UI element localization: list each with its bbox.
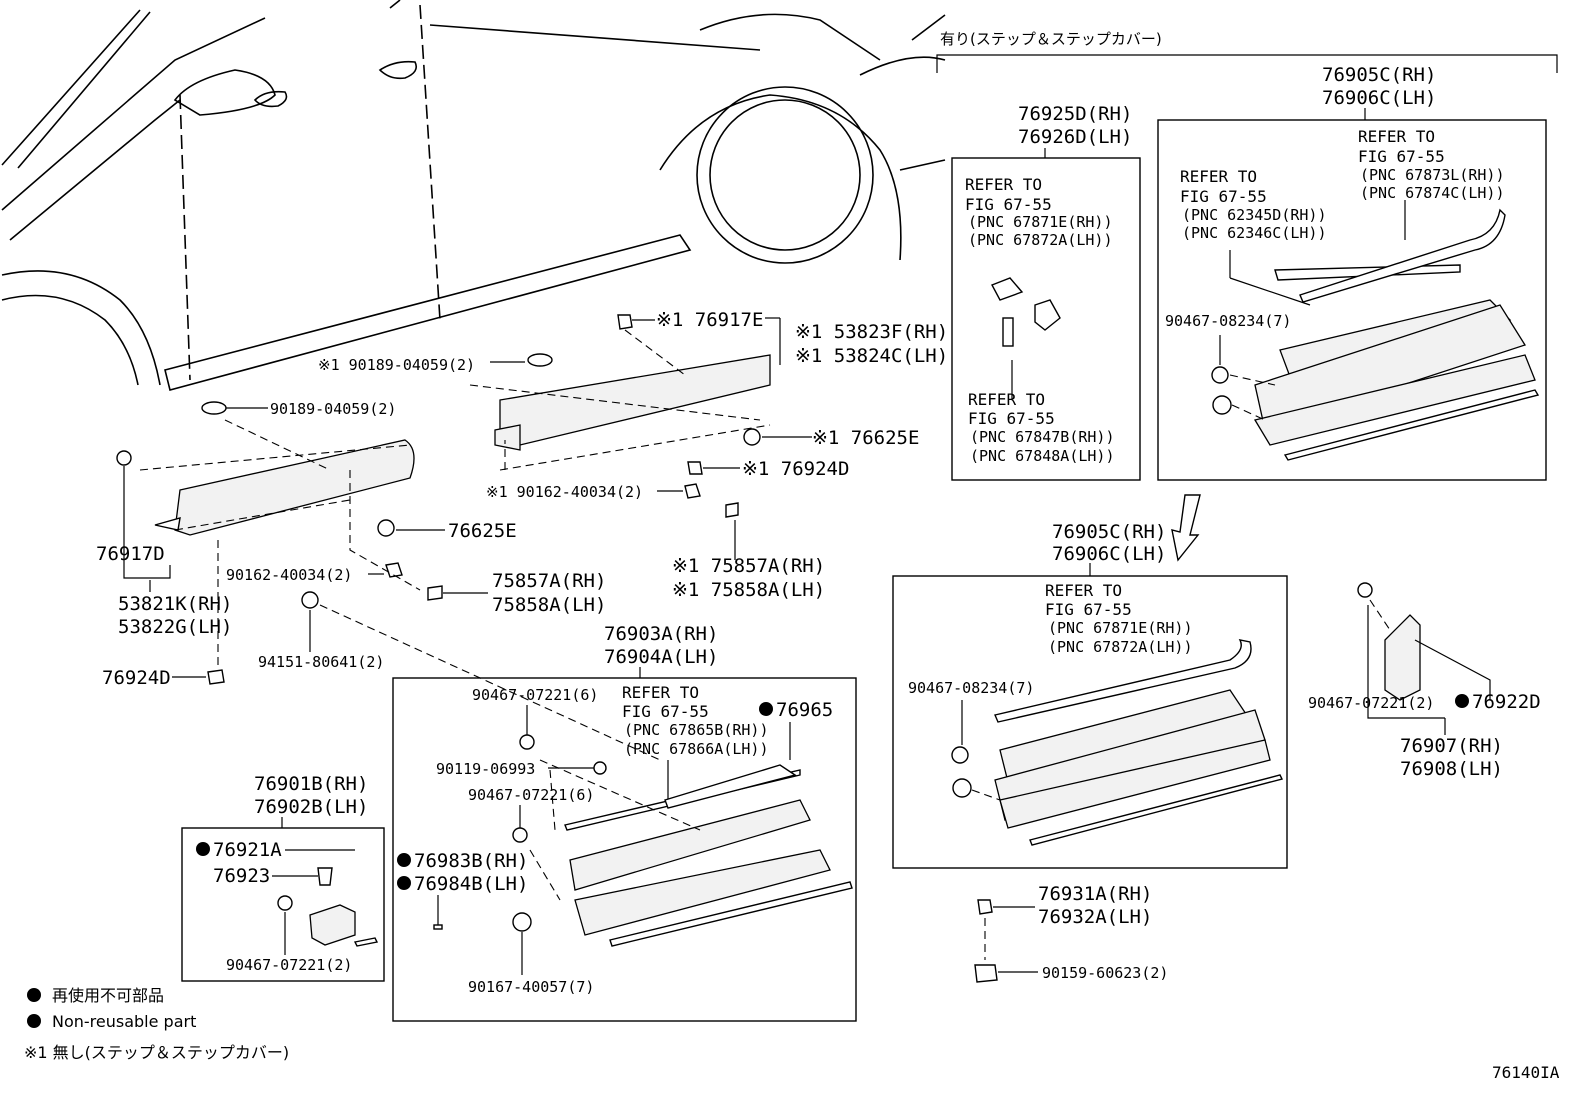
label-53822G: 53822G(LH)	[118, 616, 232, 638]
label-90119: 90119-06993	[436, 760, 535, 778]
pnc-67873L: (PNC 67873L(RH))	[1360, 166, 1505, 184]
label-53823F: ※1 53823F(RH)	[795, 321, 948, 343]
non-reusable-dot-icon	[759, 702, 773, 716]
refer-line1f: REFER TO	[622, 683, 699, 702]
label-90467-08234: 90467-08234(7)	[908, 679, 1034, 697]
group-76901B: 76901B(RH) 76902B(LH) 76921A 76923 90467…	[181, 773, 385, 982]
label-94151: 94151-80641(2)	[258, 653, 384, 671]
refer-line2: FIG 67-55	[965, 195, 1052, 214]
non-reusable-dot-icon	[397, 853, 411, 867]
label-90467-07221-2: 90467-07221(2)	[226, 956, 352, 974]
label-76984B: 76984B(LH)	[414, 873, 528, 895]
label-76905C-top: 76905C(RH)	[1322, 64, 1436, 86]
label-76904A: 76904A(LH)	[604, 646, 718, 668]
label-76907: 76907(RH)	[1400, 735, 1503, 757]
refer-line2d: FIG 67-55	[1180, 187, 1267, 206]
group-53821K: 90189-04059(2) 76917D 53821K(RH) 53822G(…	[96, 400, 661, 761]
non-reusable-dot-icon	[397, 876, 411, 890]
legend-note1: ※1 無し(ステップ＆ステップカバー)	[24, 1043, 289, 1062]
label-90189-top: ※1 90189-04059(2)	[318, 356, 475, 374]
pnc-67874C: (PNC 67874C(LH))	[1360, 184, 1505, 202]
label-90162-s1: ※1 90162-40034(2)	[486, 483, 643, 501]
refer-line2e: FIG 67-55	[1045, 600, 1132, 619]
label-76625E: 76625E	[448, 520, 517, 542]
diagram-id: 76140IA	[1492, 1063, 1560, 1082]
label-90167: 90167-40057(7)	[468, 978, 594, 996]
non-reusable-dot-icon	[1455, 694, 1469, 708]
label-76917E: ※1 76917E	[656, 309, 763, 331]
group-76925D: 76925D(RH) 76926D(LH) REFER TO FIG 67-55…	[951, 103, 1141, 481]
label-90189: 90189-04059(2)	[270, 400, 396, 418]
label-76921A: 76921A	[213, 839, 282, 861]
refer-line1b: REFER TO	[968, 390, 1045, 409]
label-76906C: 76906C(LH)	[1052, 543, 1166, 565]
label-76931A: 76931A(RH)	[1038, 883, 1152, 905]
label-76924D-s1: ※1 76924D	[742, 458, 849, 480]
pnc-67865B: (PNC 67865B(RH))	[624, 721, 769, 739]
label-90467-08234-top: 90467-08234(7)	[1165, 312, 1291, 330]
refer-line2b: FIG 67-55	[968, 409, 1055, 428]
legend: 再使用不可部品 Non-reusable part ※1 無し(ステップ＆ステッ…	[24, 986, 289, 1062]
label-76924D: 76924D	[102, 667, 171, 689]
direction-arrow	[1171, 494, 1201, 562]
non-reusable-dot-icon	[27, 1014, 41, 1028]
label-76926D: 76926D(LH)	[1018, 126, 1132, 148]
label-76917D: 76917D	[96, 543, 165, 565]
pnc-67871E: (PNC 67871E(RH))	[968, 213, 1113, 231]
label-76925D: 76925D(RH)	[1018, 103, 1132, 125]
refer-line2f: FIG 67-55	[622, 702, 709, 721]
label-76901B: 76901B(RH)	[254, 773, 368, 795]
label-76902B: 76902B(LH)	[254, 796, 368, 818]
label-76908: 76908(LH)	[1400, 758, 1503, 780]
pnc-67871E-b: (PNC 67871E(RH))	[1048, 619, 1193, 637]
label-90467-07221-6b: 90467-07221(6)	[468, 786, 594, 804]
group-76905C-top: 76905C(RH) 76906C(LH) REFER TO FIG 67-55…	[1157, 64, 1547, 481]
group-76903A: 76903A(RH) 76904A(LH) 90467-07221(6) REF…	[392, 623, 857, 1022]
label-76965: 76965	[776, 699, 833, 721]
pnc-67847B: (PNC 67847B(RH))	[970, 428, 1115, 446]
pnc-62345D: (PNC 62345D(RH))	[1182, 206, 1327, 224]
label-76906C-top: 76906C(LH)	[1322, 87, 1436, 109]
with-step-bracket	[936, 54, 1558, 73]
refer-line1c: REFER TO	[1358, 127, 1435, 146]
non-reusable-dot-icon	[196, 842, 210, 856]
label-90467-07221-2b: 90467-07221(2)	[1308, 694, 1434, 712]
group-76905C-mid: 76905C(RH) 76906C(LH) REFER TO FIG 67-55…	[892, 521, 1288, 869]
legend-non-reusable-jp: 再使用不可部品	[52, 986, 164, 1005]
label-53824C: ※1 53824C(LH)	[795, 345, 948, 367]
label-90159: 90159-60623(2)	[1042, 964, 1168, 982]
label-76625E-s1: ※1 76625E	[812, 427, 919, 449]
label-75857A: 75857A(RH)	[492, 570, 606, 592]
label-76983B: 76983B(RH)	[414, 850, 528, 872]
label-75858A-s1: ※1 75858A(LH)	[672, 579, 825, 601]
pnc-67848A: (PNC 67848A(LH))	[970, 447, 1115, 465]
label-76905C: 76905C(RH)	[1052, 521, 1166, 543]
non-reusable-dot-icon	[27, 988, 41, 1002]
label-76932A: 76932A(LH)	[1038, 906, 1152, 928]
label-76922D: 76922D	[1472, 691, 1541, 713]
with-step-header: 有り(ステップ＆ステップカバー)	[940, 30, 1162, 48]
label-75858A: 75858A(LH)	[492, 594, 606, 616]
label-53821K: 53821K(RH)	[118, 593, 232, 615]
pnc-67872A: (PNC 67872A(LH))	[968, 231, 1113, 249]
vehicle-outline	[1, 0, 946, 391]
refer-line2c: FIG 67-55	[1358, 147, 1445, 166]
label-90162: 90162-40034(2)	[226, 566, 352, 584]
pnc-67872A-b: (PNC 67872A(LH))	[1048, 638, 1193, 656]
refer-line1e: REFER TO	[1045, 581, 1122, 600]
legend-non-reusable-en: Non-reusable part	[52, 1012, 196, 1031]
pnc-67866A: (PNC 67866A(LH))	[624, 740, 769, 758]
group-53823F: ※1 76917E ※1 53823F(RH) ※1 53824C(LH) ※1…	[318, 309, 948, 601]
pnc-62346C: (PNC 62346C(LH))	[1182, 224, 1327, 242]
label-76903A: 76903A(RH)	[604, 623, 718, 645]
refer-line1: REFER TO	[965, 175, 1042, 194]
group-76931A: 76931A(RH) 76932A(LH) 90159-60623(2)	[974, 883, 1168, 983]
label-75857A-s1: ※1 75857A(RH)	[672, 555, 825, 577]
label-90467-07221-6a: 90467-07221(6)	[472, 686, 598, 704]
refer-line1d: REFER TO	[1180, 167, 1257, 186]
label-76923: 76923	[213, 865, 270, 887]
group-76907: 90467-07221(2) 76922D 76907(RH) 76908(LH…	[1308, 582, 1541, 780]
